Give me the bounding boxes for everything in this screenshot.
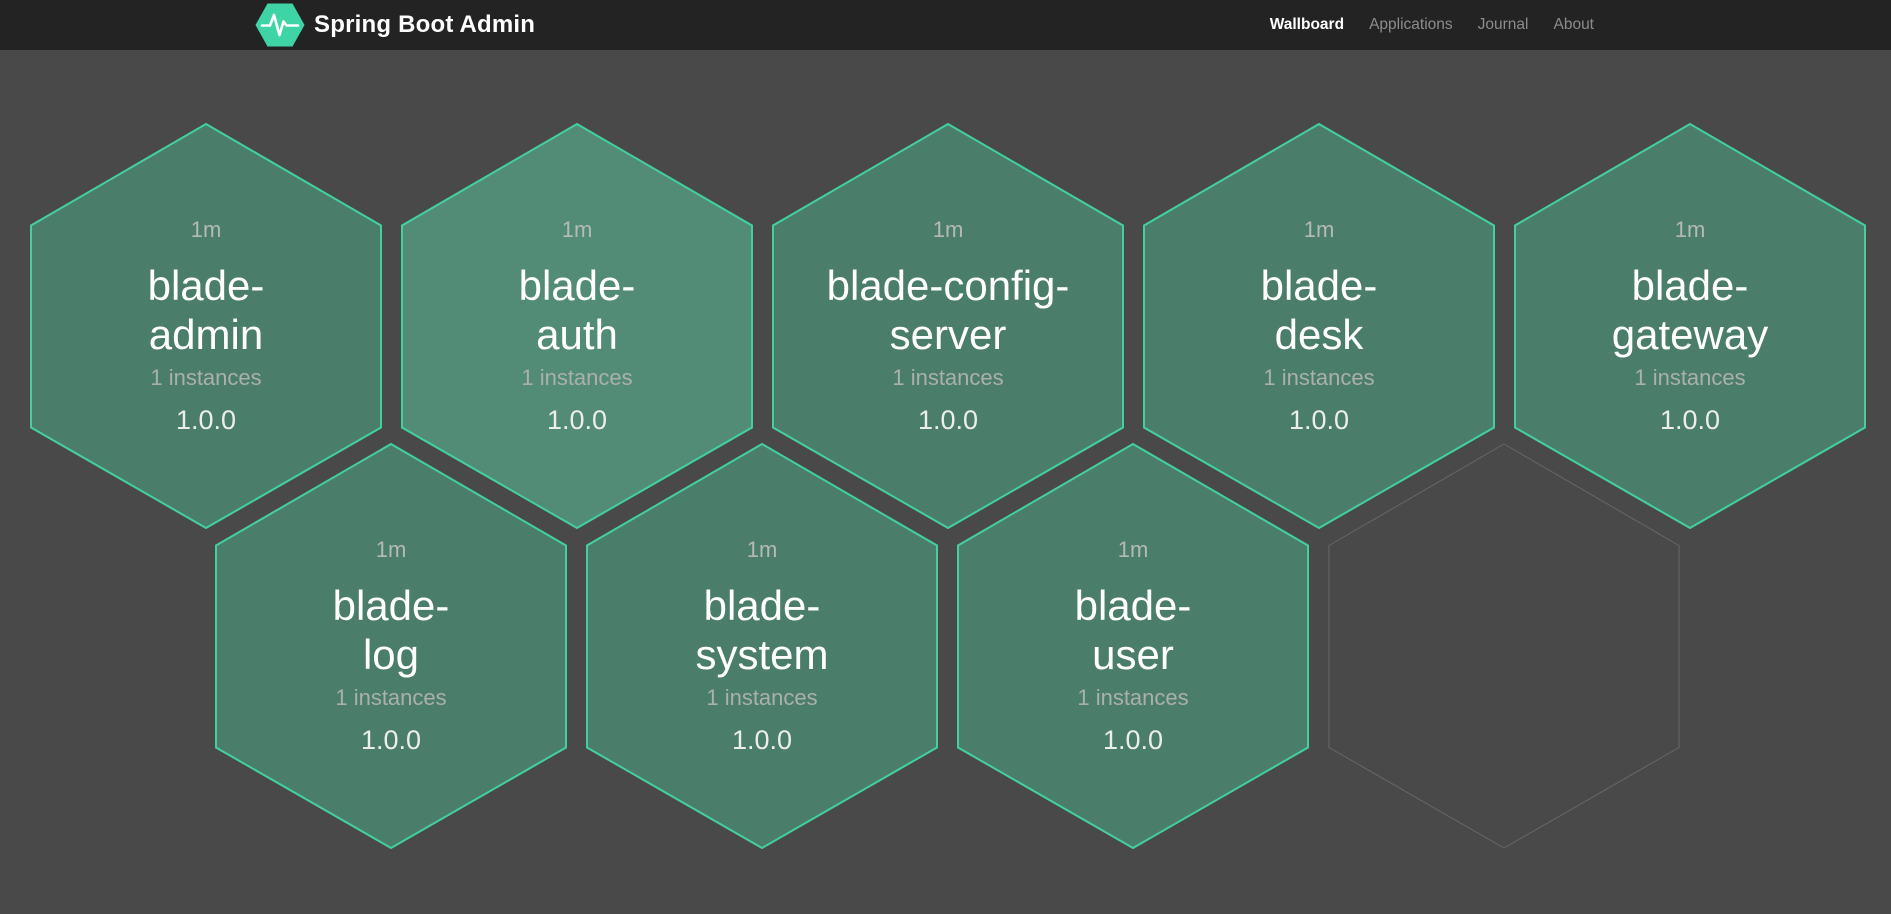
application-name-line: desk <box>1274 311 1364 358</box>
hexagon-content: 1m blade-user 1 instances 1.0.0 <box>957 443 1309 849</box>
application-name-line: server <box>889 311 1007 358</box>
navbar-inner: Spring Boot Admin Wallboard Applications J… <box>255 0 1636 50</box>
application-name: blade-config-server <box>772 261 1124 359</box>
brand-title: Spring Boot Admin <box>314 11 536 38</box>
uptime-label: 1m <box>561 217 593 242</box>
application-name-line: blade- <box>1074 582 1192 629</box>
application-name-line: log <box>362 631 420 678</box>
empty-hexagon-slot <box>1328 443 1680 849</box>
nav-items-list: Wallboard Applications Journal About <box>1245 16 1636 34</box>
application-name-line: blade- <box>147 262 265 309</box>
application-name: blade-log <box>215 581 567 679</box>
application-version: 1.0.0 <box>731 725 793 755</box>
instance-count-label: 1 instances <box>335 685 447 710</box>
navbar: Spring Boot Admin Wallboard Applications J… <box>0 0 1891 50</box>
application-name: blade-auth <box>401 261 753 359</box>
application-hexagon-blade-gateway[interactable]: 1m blade-gateway 1 instances 1.0.0 <box>1514 123 1866 529</box>
uptime-label: 1m <box>375 537 407 562</box>
application-name-line: user <box>1092 631 1174 678</box>
hexagon-shape <box>215 443 567 849</box>
application-name: blade-admin <box>30 261 382 359</box>
hexagon-content: 1m blade-auth 1 instances 1.0.0 <box>401 123 753 529</box>
application-name-line: gateway <box>1611 311 1769 358</box>
application-name: blade-gateway <box>1514 261 1866 359</box>
application-name-line: blade- <box>518 262 636 309</box>
hexagon-content: 1m blade-config-server 1 instances 1.0.0 <box>772 123 1124 529</box>
application-hexagon-blade-user[interactable]: 1m blade-user 1 instances 1.0.0 <box>957 443 1309 849</box>
application-name-line: blade- <box>1260 262 1378 309</box>
application-name-line: blade- <box>703 582 821 629</box>
application-version: 1.0.0 <box>1288 405 1350 435</box>
application-hexagon-blade-admin[interactable]: 1m blade-admin 1 instances 1.0.0 <box>30 123 382 529</box>
wallboard: 1m blade-admin 1 instances 1.0.0 1m blade-aut… <box>0 50 1891 914</box>
application-hexagon-blade-config-server[interactable]: 1m blade-config-server 1 instances 1.0.0 <box>772 123 1124 529</box>
uptime-label: 1m <box>932 217 964 242</box>
hexagon-shape <box>586 443 938 849</box>
hexagon-content: 1m blade-gateway 1 instances 1.0.0 <box>1514 123 1866 529</box>
application-hexagon-blade-log[interactable]: 1m blade-log 1 instances 1.0.0 <box>215 443 567 849</box>
application-name-line: auth <box>536 311 618 358</box>
nav-item-wallboard[interactable]: Wallboard <box>1269 16 1345 33</box>
application-hexagon-blade-system[interactable]: 1m blade-system 1 instances 1.0.0 <box>586 443 938 849</box>
application-version: 1.0.0 <box>175 405 237 435</box>
instance-count-label: 1 instances <box>150 365 262 390</box>
nav-item-journal[interactable]: Journal <box>1477 16 1529 33</box>
hexagon-shape <box>957 443 1309 849</box>
uptime-label: 1m <box>1117 537 1149 562</box>
hexagon-content: 1m blade-admin 1 instances 1.0.0 <box>30 123 382 529</box>
nav-item-applications[interactable]: Applications <box>1369 16 1453 33</box>
brand-logo-icon <box>255 3 305 47</box>
application-name-line: system <box>695 631 829 678</box>
hexagon-shape <box>1328 443 1680 849</box>
application-name-line: admin <box>148 311 264 358</box>
application-version: 1.0.0 <box>917 405 979 435</box>
nav-menu: Wallboard Applications Journal About <box>1245 16 1636 34</box>
instance-count-label: 1 instances <box>892 365 1004 390</box>
application-name: blade-user <box>957 581 1309 679</box>
application-name-line: blade- <box>1631 262 1749 309</box>
hexagon-shape <box>1143 123 1495 529</box>
application-hexagon-blade-desk[interactable]: 1m blade-desk 1 instances 1.0.0 <box>1143 123 1495 529</box>
uptime-label: 1m <box>1674 217 1706 242</box>
instance-count-label: 1 instances <box>706 685 818 710</box>
application-name: blade-desk <box>1143 261 1495 359</box>
application-name: blade-system <box>586 581 938 679</box>
nav-item-about[interactable]: About <box>1553 16 1594 33</box>
uptime-label: 1m <box>746 537 778 562</box>
application-name-line: blade-config- <box>826 262 1070 309</box>
instance-count-label: 1 instances <box>1634 365 1746 390</box>
application-version: 1.0.0 <box>546 405 608 435</box>
application-name-line: blade- <box>332 582 450 629</box>
instance-count-label: 1 instances <box>521 365 633 390</box>
application-version: 1.0.0 <box>360 725 422 755</box>
application-hexagon-blade-auth[interactable]: 1m blade-auth 1 instances 1.0.0 <box>401 123 753 529</box>
hexagon-content: 1m blade-system 1 instances 1.0.0 <box>586 443 938 849</box>
application-version: 1.0.0 <box>1659 405 1721 435</box>
application-version: 1.0.0 <box>1102 725 1164 755</box>
hexagon-shape <box>30 123 382 529</box>
hexagon-content: 1m blade-desk 1 instances 1.0.0 <box>1143 123 1495 529</box>
brand[interactable]: Spring Boot Admin <box>255 3 535 47</box>
hexagon-shape <box>1514 123 1866 529</box>
instance-count-label: 1 instances <box>1077 685 1189 710</box>
hexagon-content: 1m blade-log 1 instances 1.0.0 <box>215 443 567 849</box>
hexagon-shape <box>772 123 1124 529</box>
uptime-label: 1m <box>1303 217 1335 242</box>
hexagon-shape <box>401 123 753 529</box>
instance-count-label: 1 instances <box>1263 365 1375 390</box>
uptime-label: 1m <box>190 217 222 242</box>
